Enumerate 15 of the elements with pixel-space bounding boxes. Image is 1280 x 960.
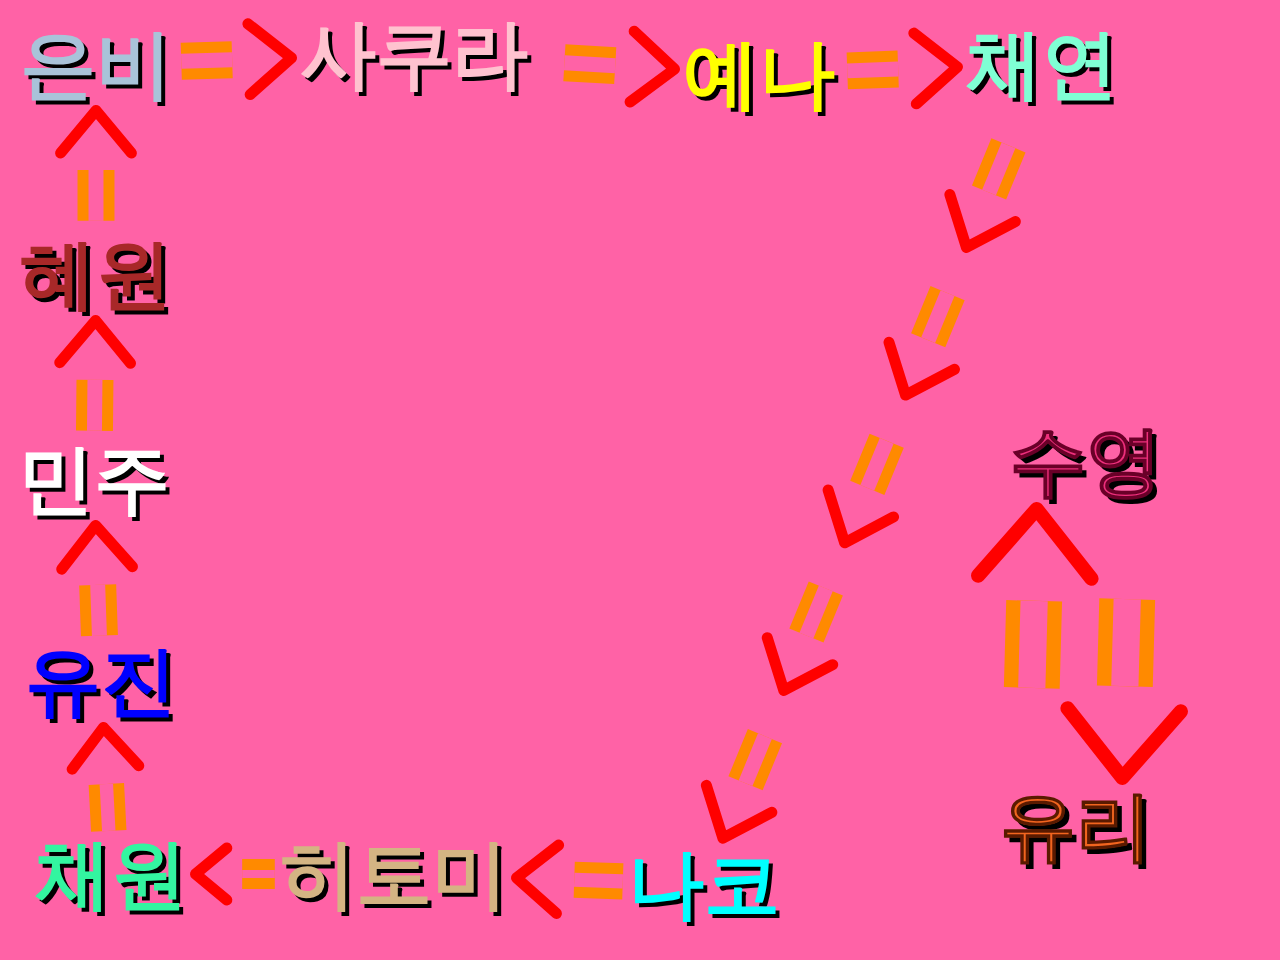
name-label: 유진 — [25, 643, 177, 719]
arrow — [190, 842, 277, 906]
name-label: 채연 — [966, 26, 1118, 102]
name-label: 혜원 — [20, 236, 172, 312]
name-label: 유리 — [1000, 788, 1152, 864]
name-label: 사쿠라 — [300, 16, 528, 92]
name-label: 채원 — [35, 836, 187, 912]
name-label: 수영 — [1010, 423, 1162, 499]
name-label: 히토미 — [280, 836, 508, 912]
name-label: 은비 — [20, 26, 172, 102]
arrow — [66, 721, 145, 834]
arrow — [510, 839, 626, 919]
name-label: 민주 — [18, 441, 170, 517]
name-label: 나코 — [628, 846, 780, 922]
name-label: 예나 — [683, 36, 835, 112]
